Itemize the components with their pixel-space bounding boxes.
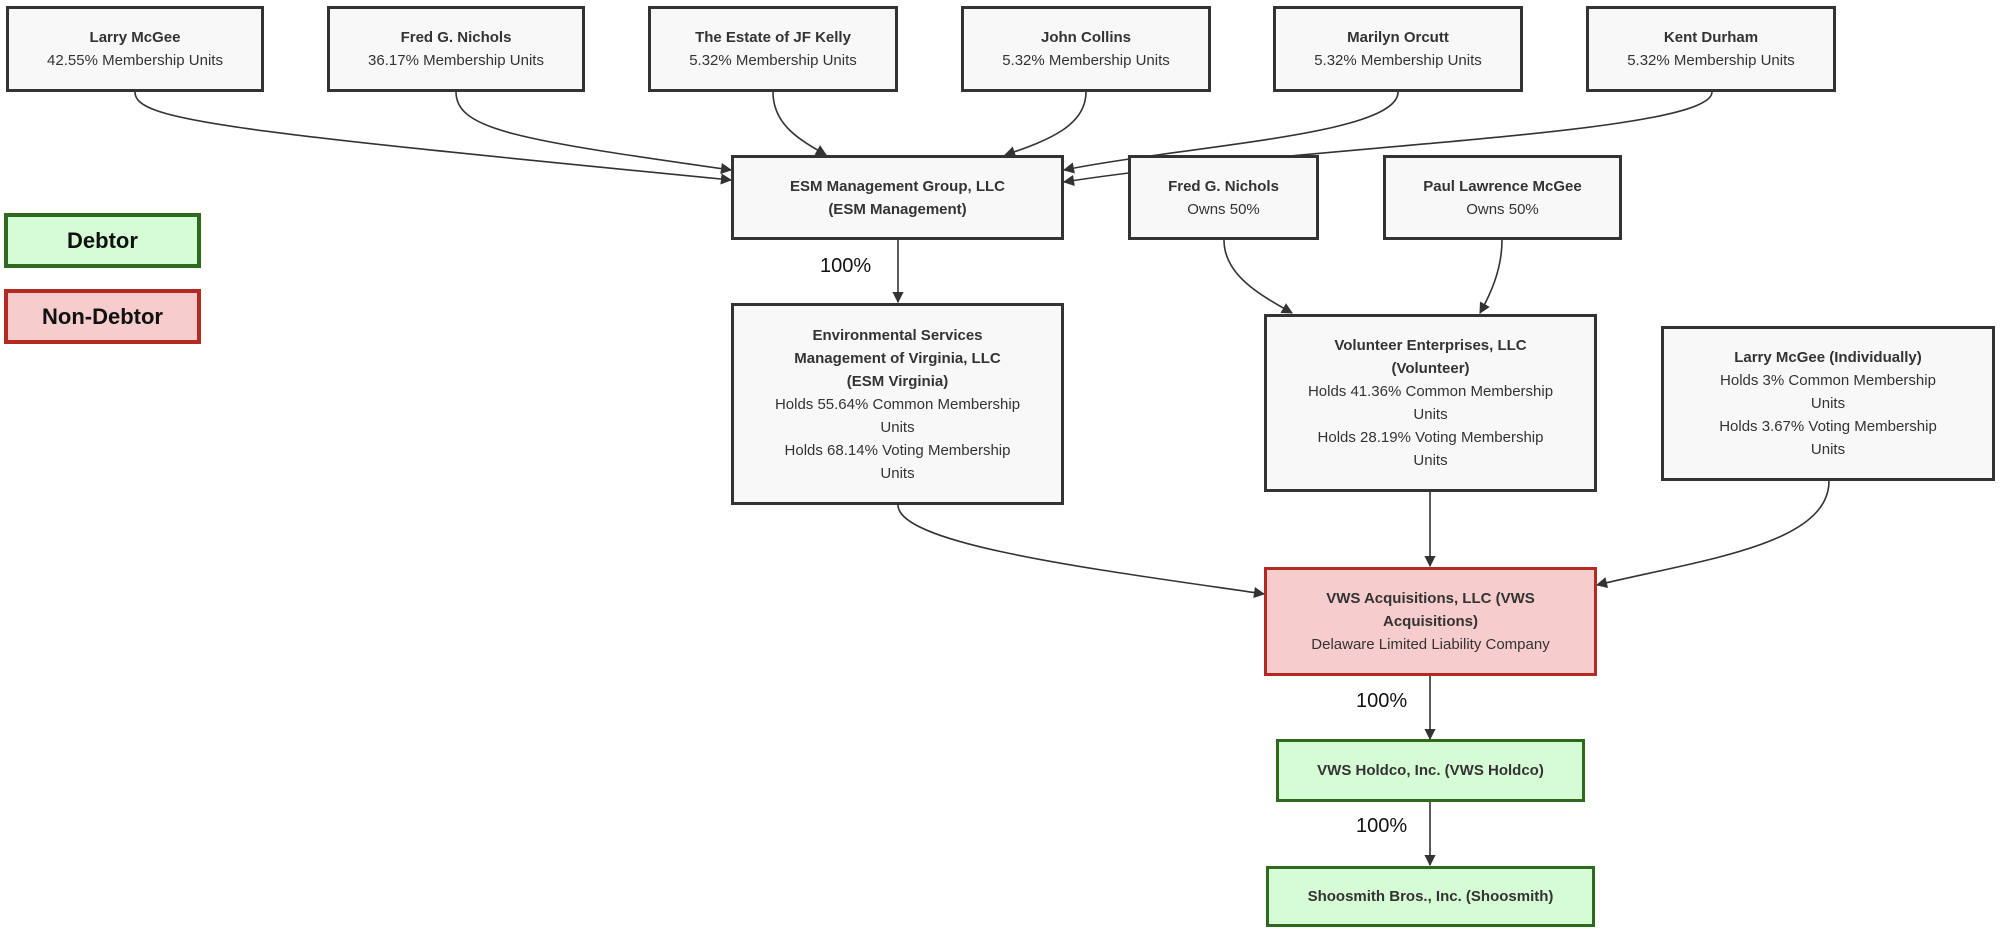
edge-fred-to-esm (455, 91, 733, 175)
legend-non-debtor: Non-Debtor (4, 289, 201, 344)
owner-node: The Estate of JF Kelly 5.32% Membership … (648, 6, 898, 92)
entity-name: VWS Holdco, Inc. (VWS Holdco) (1317, 762, 1544, 779)
larry-mcgee-individual-node: Larry McGee (Individually) Holds 3% Comm… (1661, 326, 1995, 481)
entity-name: Environmental Services (812, 326, 983, 344)
volunteer-node: Volunteer Enterprises, LLC (Volunteer) H… (1264, 314, 1597, 492)
holding-detail: Units (1413, 452, 1448, 469)
person-name: Fred G. Nichols (1168, 177, 1279, 195)
holding-detail: Units (880, 464, 915, 482)
owner-detail: 36.17% Membership Units (368, 52, 544, 69)
entity-name: VWS Acquisitions, LLC (VWS (1326, 590, 1535, 607)
holding-detail: Units (880, 418, 915, 436)
edge-larry-to-esm (134, 91, 733, 185)
owner-name: The Estate of JF Kelly (695, 29, 851, 46)
edge-label-ownership: 100% (1354, 815, 1410, 838)
entity-short-name: (ESM Virginia) (846, 372, 949, 390)
legend-debtor-label: Debtor (67, 227, 138, 253)
fred-nichols-node: Fred G. Nichols Owns 50% (1128, 155, 1319, 240)
person-name: Paul Lawrence McGee (1423, 177, 1582, 195)
edge-kelly-to-esm (772, 91, 827, 156)
vws-holdco-node: VWS Holdco, Inc. (VWS Holdco) (1276, 739, 1585, 802)
holding-detail: Holds 28.19% Voting Membership (1317, 429, 1544, 446)
holding-detail: Holds 3% Common Membership (1720, 372, 1936, 389)
ownership-detail: Owns 50% (1187, 200, 1260, 218)
esm-virginia-node: Environmental Services Management of Vir… (731, 303, 1064, 505)
owner-name: Larry McGee (89, 29, 181, 46)
edge-virginia-to-vws (897, 504, 1266, 599)
entity-short-name: Acquisitions) (1382, 613, 1478, 630)
ownership-detail: Owns 50% (1466, 200, 1539, 218)
edge-larry-ind-to-vws (1595, 480, 1830, 589)
person-name: Larry McGee (Individually) (1734, 349, 1922, 366)
edge-label-ownership: 100% (1354, 690, 1410, 713)
owner-detail: 5.32% Membership Units (689, 52, 857, 69)
entity-short-name: (Volunteer) (1391, 360, 1470, 377)
owner-name: Fred G. Nichols (400, 29, 512, 46)
edge-label-ownership: 100% (818, 255, 874, 278)
edge-fred-to-volunteer (1223, 239, 1293, 314)
entity-type: Delaware Limited Liability Company (1311, 636, 1550, 653)
edge-orcutt-to-esm (1062, 91, 1399, 174)
owner-name: Marilyn Orcutt (1347, 29, 1449, 46)
owner-node: Larry McGee 42.55% Membership Units (6, 6, 264, 92)
holding-detail: Holds 55.64% Common Membership (774, 395, 1021, 413)
paul-mcgee-node: Paul Lawrence McGee Owns 50% (1383, 155, 1622, 240)
holding-detail: Holds 3.67% Voting Membership (1719, 418, 1937, 435)
holding-detail: Holds 41.36% Common Membership (1307, 383, 1554, 400)
owner-name: Kent Durham (1663, 29, 1759, 46)
entity-short-name: (ESM Management) (828, 200, 967, 218)
owner-node: Kent Durham 5.32% Membership Units (1586, 6, 1836, 92)
owner-node: Fred G. Nichols 36.17% Membership Units (327, 6, 585, 92)
esm-management-node: ESM Management Group, LLC (ESM Managemen… (731, 155, 1064, 240)
edge-paul-to-volunteer (1479, 239, 1503, 314)
entity-name: Management of Virginia, LLC (794, 349, 1001, 367)
owner-node: Marilyn Orcutt 5.32% Membership Units (1273, 6, 1523, 92)
owner-detail: 5.32% Membership Units (1002, 52, 1170, 69)
edge-collins-to-esm (1003, 91, 1087, 158)
holding-detail: Units (1413, 406, 1448, 423)
holding-detail: Units (1810, 441, 1846, 458)
owner-detail: 5.32% Membership Units (1314, 52, 1482, 69)
owner-node: John Collins 5.32% Membership Units (961, 6, 1211, 92)
holding-detail: Holds 68.14% Voting Membership (784, 441, 1011, 459)
owner-name: John Collins (1041, 29, 1131, 46)
legend-debtor: Debtor (4, 213, 201, 268)
owner-detail: 42.55% Membership Units (47, 52, 223, 69)
entity-name: Shoosmith Bros., Inc. (Shoosmith) (1307, 888, 1554, 905)
entity-name: Volunteer Enterprises, LLC (1334, 337, 1527, 354)
owner-detail: 5.32% Membership Units (1627, 52, 1795, 69)
vws-acquisitions-node: VWS Acquisitions, LLC (VWS Acquisitions)… (1264, 567, 1597, 676)
legend-non-debtor-label: Non-Debtor (42, 303, 163, 329)
holding-detail: Units (1810, 395, 1846, 412)
shoosmith-node: Shoosmith Bros., Inc. (Shoosmith) (1266, 866, 1595, 927)
entity-name: ESM Management Group, LLC (789, 177, 1005, 195)
